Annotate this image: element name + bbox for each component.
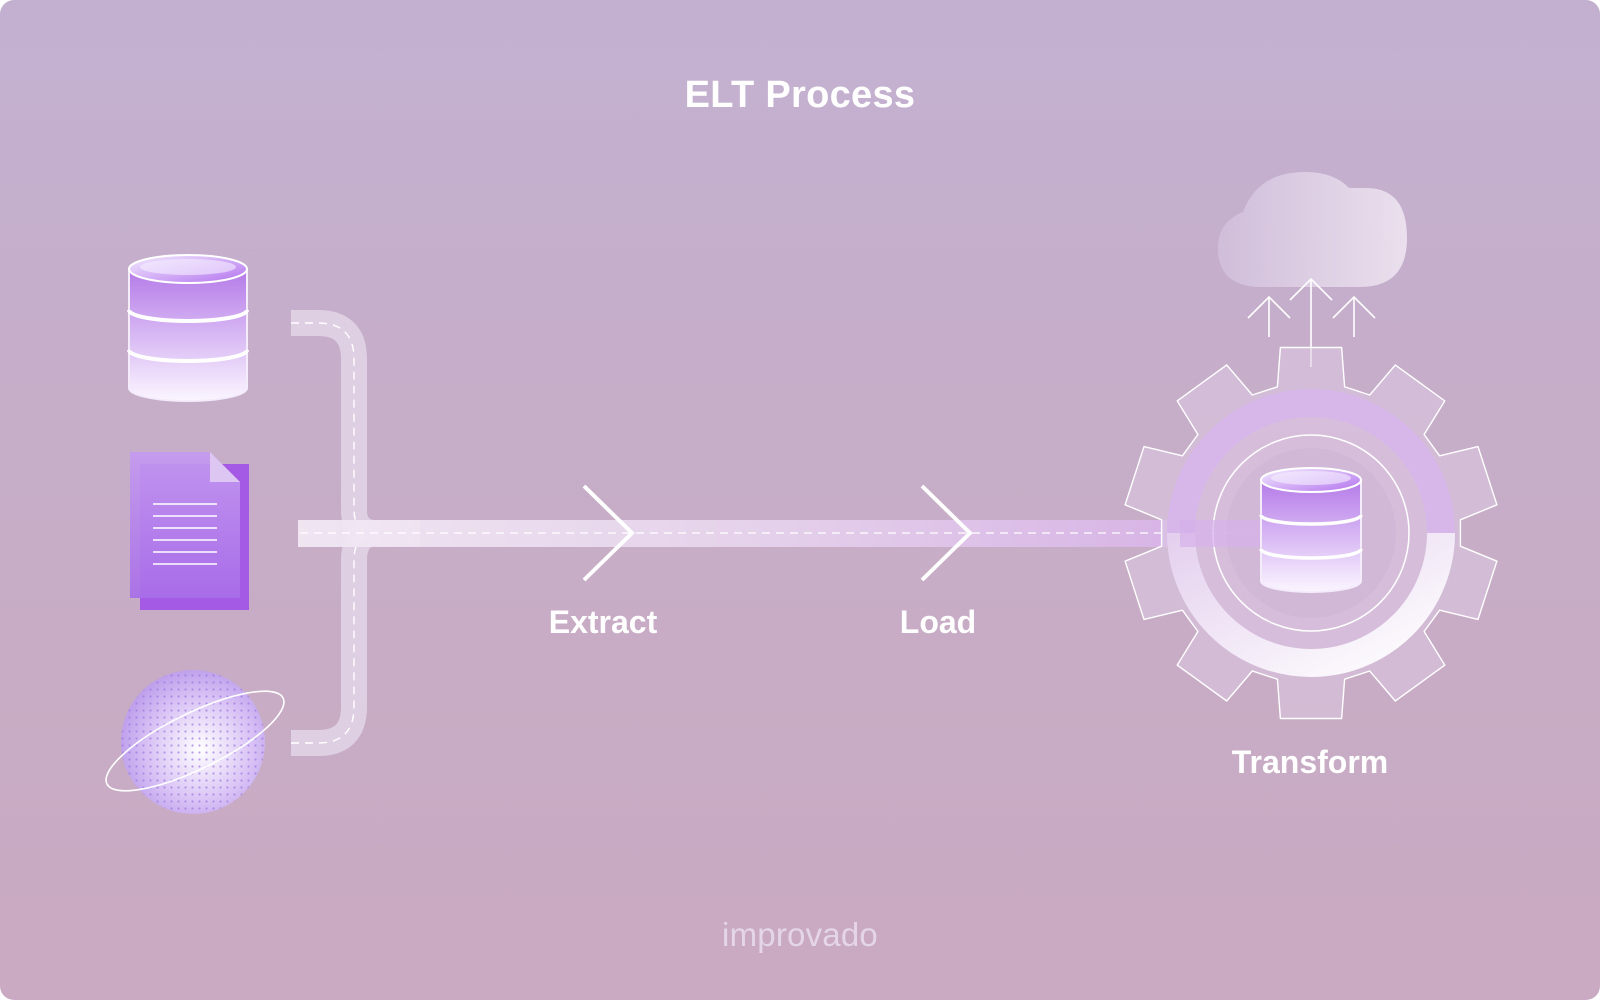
pipeline-end (1180, 520, 1260, 547)
extract-chevron (582, 484, 635, 582)
main-pipeline (298, 520, 1262, 547)
diagram-title: ELT Process (684, 74, 916, 116)
warehouse-database-icon (1259, 467, 1363, 593)
brand-logo: improvado (722, 916, 878, 953)
globe-icon (105, 670, 285, 814)
cloud-icon (1218, 172, 1407, 287)
database-icon (127, 254, 249, 402)
extract-label: Extract (548, 604, 658, 640)
document-icon (130, 452, 249, 610)
load-label: Load (899, 604, 977, 640)
transform-label: Transform (1231, 744, 1389, 780)
load-chevron (920, 484, 973, 582)
